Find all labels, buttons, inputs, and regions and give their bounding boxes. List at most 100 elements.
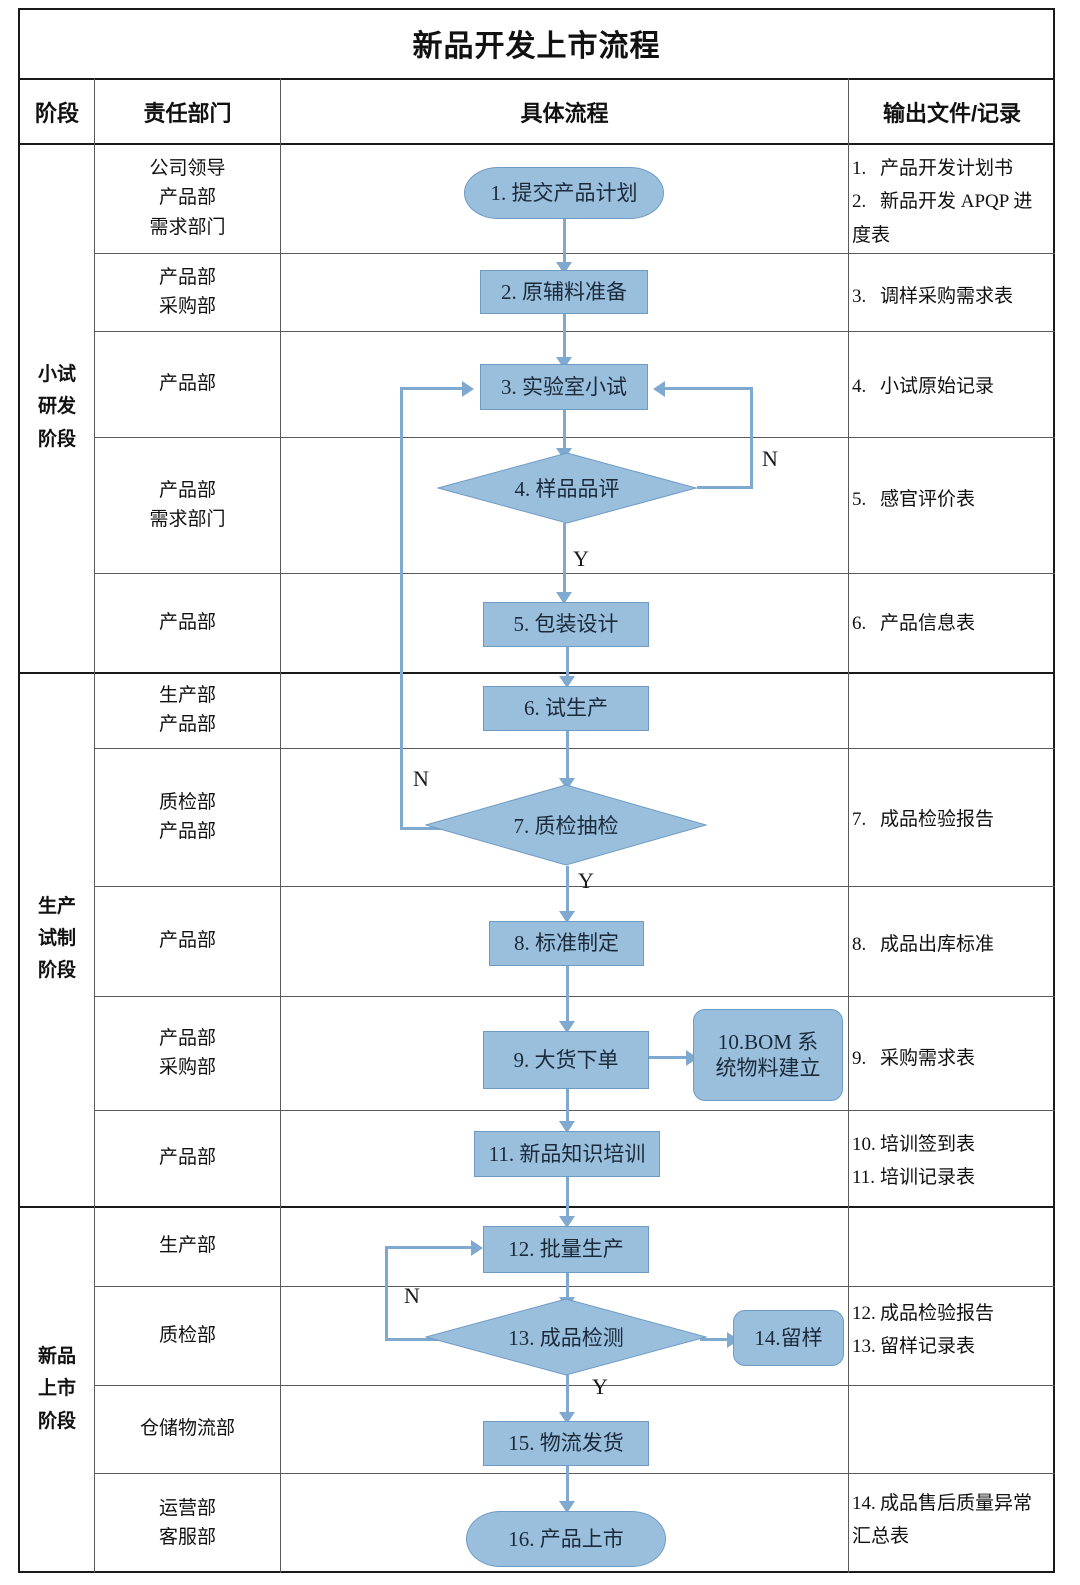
dept-line: 采购部	[158, 1057, 216, 1078]
flow-node-6[interactable]: 6. 试生产	[483, 686, 649, 731]
dept-line: 生产部	[158, 684, 216, 706]
connector-n5-n6	[566, 647, 569, 684]
output-text: 成品检验报告	[880, 1303, 995, 1324]
dept-line: 产品部	[158, 611, 216, 633]
diamond-shape-4	[437, 452, 697, 524]
output-line: 1.产品开发计划书	[852, 152, 1052, 185]
grid-line-r12	[94, 1385, 1055, 1386]
arrowhead-n6	[559, 676, 575, 688]
connector-n9-n11	[566, 1089, 569, 1124]
output-cell-5: 6.产品信息表	[852, 607, 1052, 640]
grid-line-stage2-bottom	[18, 1206, 1055, 1208]
branch-label-n13-no: N	[404, 1283, 420, 1308]
branch-label-n4-yes: Y	[573, 546, 589, 571]
diamond-shape-7	[425, 784, 707, 866]
arrowhead-n12-from-left	[471, 1240, 483, 1256]
grid-line-title-bottom	[18, 78, 1055, 80]
output-line: 6.产品信息表	[852, 607, 1052, 640]
flow-node-15[interactable]: 15. 物流发货	[483, 1421, 649, 1466]
output-text-cont: 度表	[852, 224, 891, 246]
connector-n9-n10	[648, 1056, 692, 1059]
stage-line: 生产	[37, 895, 76, 917]
output-line: 13.留样记录表	[852, 1330, 1052, 1363]
dept-cell-5: 产品部	[96, 573, 279, 672]
stage-line: 上市	[37, 1378, 76, 1400]
dept-line: 需求部门	[149, 216, 226, 238]
grid-line-r11	[94, 1286, 1055, 1287]
flow-node-9[interactable]: 9. 大货下单	[483, 1031, 649, 1089]
stage-line: 新品	[37, 1346, 76, 1368]
flow-node-16[interactable]: 16. 产品上市	[466, 1511, 666, 1567]
connector-n4-yes	[563, 523, 566, 595]
dept-line: 产品部	[158, 187, 216, 209]
output-cell-4: 5.感官评价表	[852, 483, 1052, 516]
connector-n13-no-up	[385, 1246, 388, 1341]
connector-n4-no-into3	[665, 387, 751, 390]
output-line: 3. 调样采购需求表	[852, 280, 1052, 313]
dept-cell-10: 产品部	[96, 1110, 279, 1206]
grid-line-r4	[94, 573, 1055, 574]
grid-line-r7	[94, 886, 1055, 887]
flow-node-10[interactable]: 10.BOM 系 统物料建立	[693, 1009, 843, 1101]
flow-node-13[interactable]: 13. 成品检测	[425, 1298, 707, 1376]
output-num: 4.	[852, 376, 867, 397]
connector-n11-n12	[566, 1177, 569, 1219]
dept-line: 产品部	[158, 1147, 216, 1169]
dept-cell-8: 产品部	[96, 886, 279, 996]
dept-line: 产品部	[158, 930, 216, 952]
output-num: 13.	[852, 1336, 876, 1358]
flow-node-11[interactable]: 11. 新品知识培训	[474, 1131, 660, 1177]
output-line: 9.采购需求表	[852, 1042, 1052, 1075]
connector-n8-n9	[566, 966, 569, 1024]
output-num: 8.	[852, 934, 867, 955]
output-text: 采购需求表	[880, 1048, 976, 1069]
output-cell-8: 8.成品出库标准	[852, 928, 1052, 961]
flow-node-8[interactable]: 8. 标准制定	[489, 921, 644, 966]
connector-n13-no-left	[385, 1338, 467, 1341]
stage-cell-xinpin: 新品 上市 阶段	[20, 1206, 94, 1573]
branch-label-n7-no: N	[413, 766, 429, 791]
arrowhead-n3-from-right	[653, 381, 665, 397]
output-text: 调样采购需求表	[880, 286, 1014, 307]
connector-n7-no-up	[400, 387, 403, 830]
flow-node-5[interactable]: 5. 包装设计	[483, 602, 649, 647]
dept-line: 生产部	[158, 1235, 216, 1257]
output-num: 14.	[852, 1493, 876, 1514]
flow-node-2[interactable]: 2. 原辅料准备	[480, 270, 648, 314]
connector-n7-no-left	[400, 827, 460, 830]
dept-line: 公司领导	[149, 157, 226, 179]
connector-n13-yes	[566, 1375, 569, 1415]
output-text: 感官评价表	[880, 489, 976, 510]
flow-node-14[interactable]: 14.留样	[733, 1310, 844, 1366]
flow-node-1[interactable]: 1. 提交产品计划	[464, 167, 664, 219]
flow-node-7-label: 7. 质检抽检	[513, 814, 619, 838]
stage-line: 阶段	[37, 960, 76, 982]
dept-cell-3: 产品部	[96, 331, 279, 437]
output-cell-2: 3. 调样采购需求表	[852, 280, 1052, 313]
output-text: 培训记录表	[880, 1167, 976, 1189]
grid-line-stage1-bottom	[18, 672, 1055, 674]
stage-cell-shengchan: 生产 试制 阶段	[20, 672, 94, 1206]
grid-line-r6	[94, 748, 1055, 749]
output-num: 1.	[852, 158, 867, 179]
connector-n4-no-up	[750, 387, 753, 489]
flow-node-4[interactable]: 4. 样品品评	[437, 452, 697, 524]
dept-cell-4: 产品部 需求部门	[96, 437, 279, 573]
output-text: 成品售后质量异常	[880, 1493, 1033, 1514]
stage-line: 研发	[37, 396, 76, 418]
connector-n7-yes	[566, 866, 569, 914]
flow-node-12[interactable]: 12. 批量生产	[483, 1226, 649, 1273]
flow-node-7[interactable]: 7. 质检抽检	[425, 784, 707, 866]
output-num: 3.	[852, 286, 867, 307]
dept-line: 需求部门	[149, 509, 226, 530]
output-cell-1: 1.产品开发计划书 2.新品开发 APQP 进 度表	[852, 152, 1052, 252]
output-cell-12: 12.成品检验报告 13.留样记录表	[852, 1297, 1052, 1364]
output-text: 成品检验报告	[880, 809, 995, 830]
stage-line: 阶段	[37, 1410, 76, 1432]
stage-line: 阶段	[37, 428, 76, 450]
connector-n12-n13	[566, 1273, 569, 1301]
column-header-department: 责任部门	[143, 100, 232, 126]
flow-node-3[interactable]: 3. 实验室小试	[480, 364, 648, 410]
output-text: 产品信息表	[880, 613, 976, 634]
